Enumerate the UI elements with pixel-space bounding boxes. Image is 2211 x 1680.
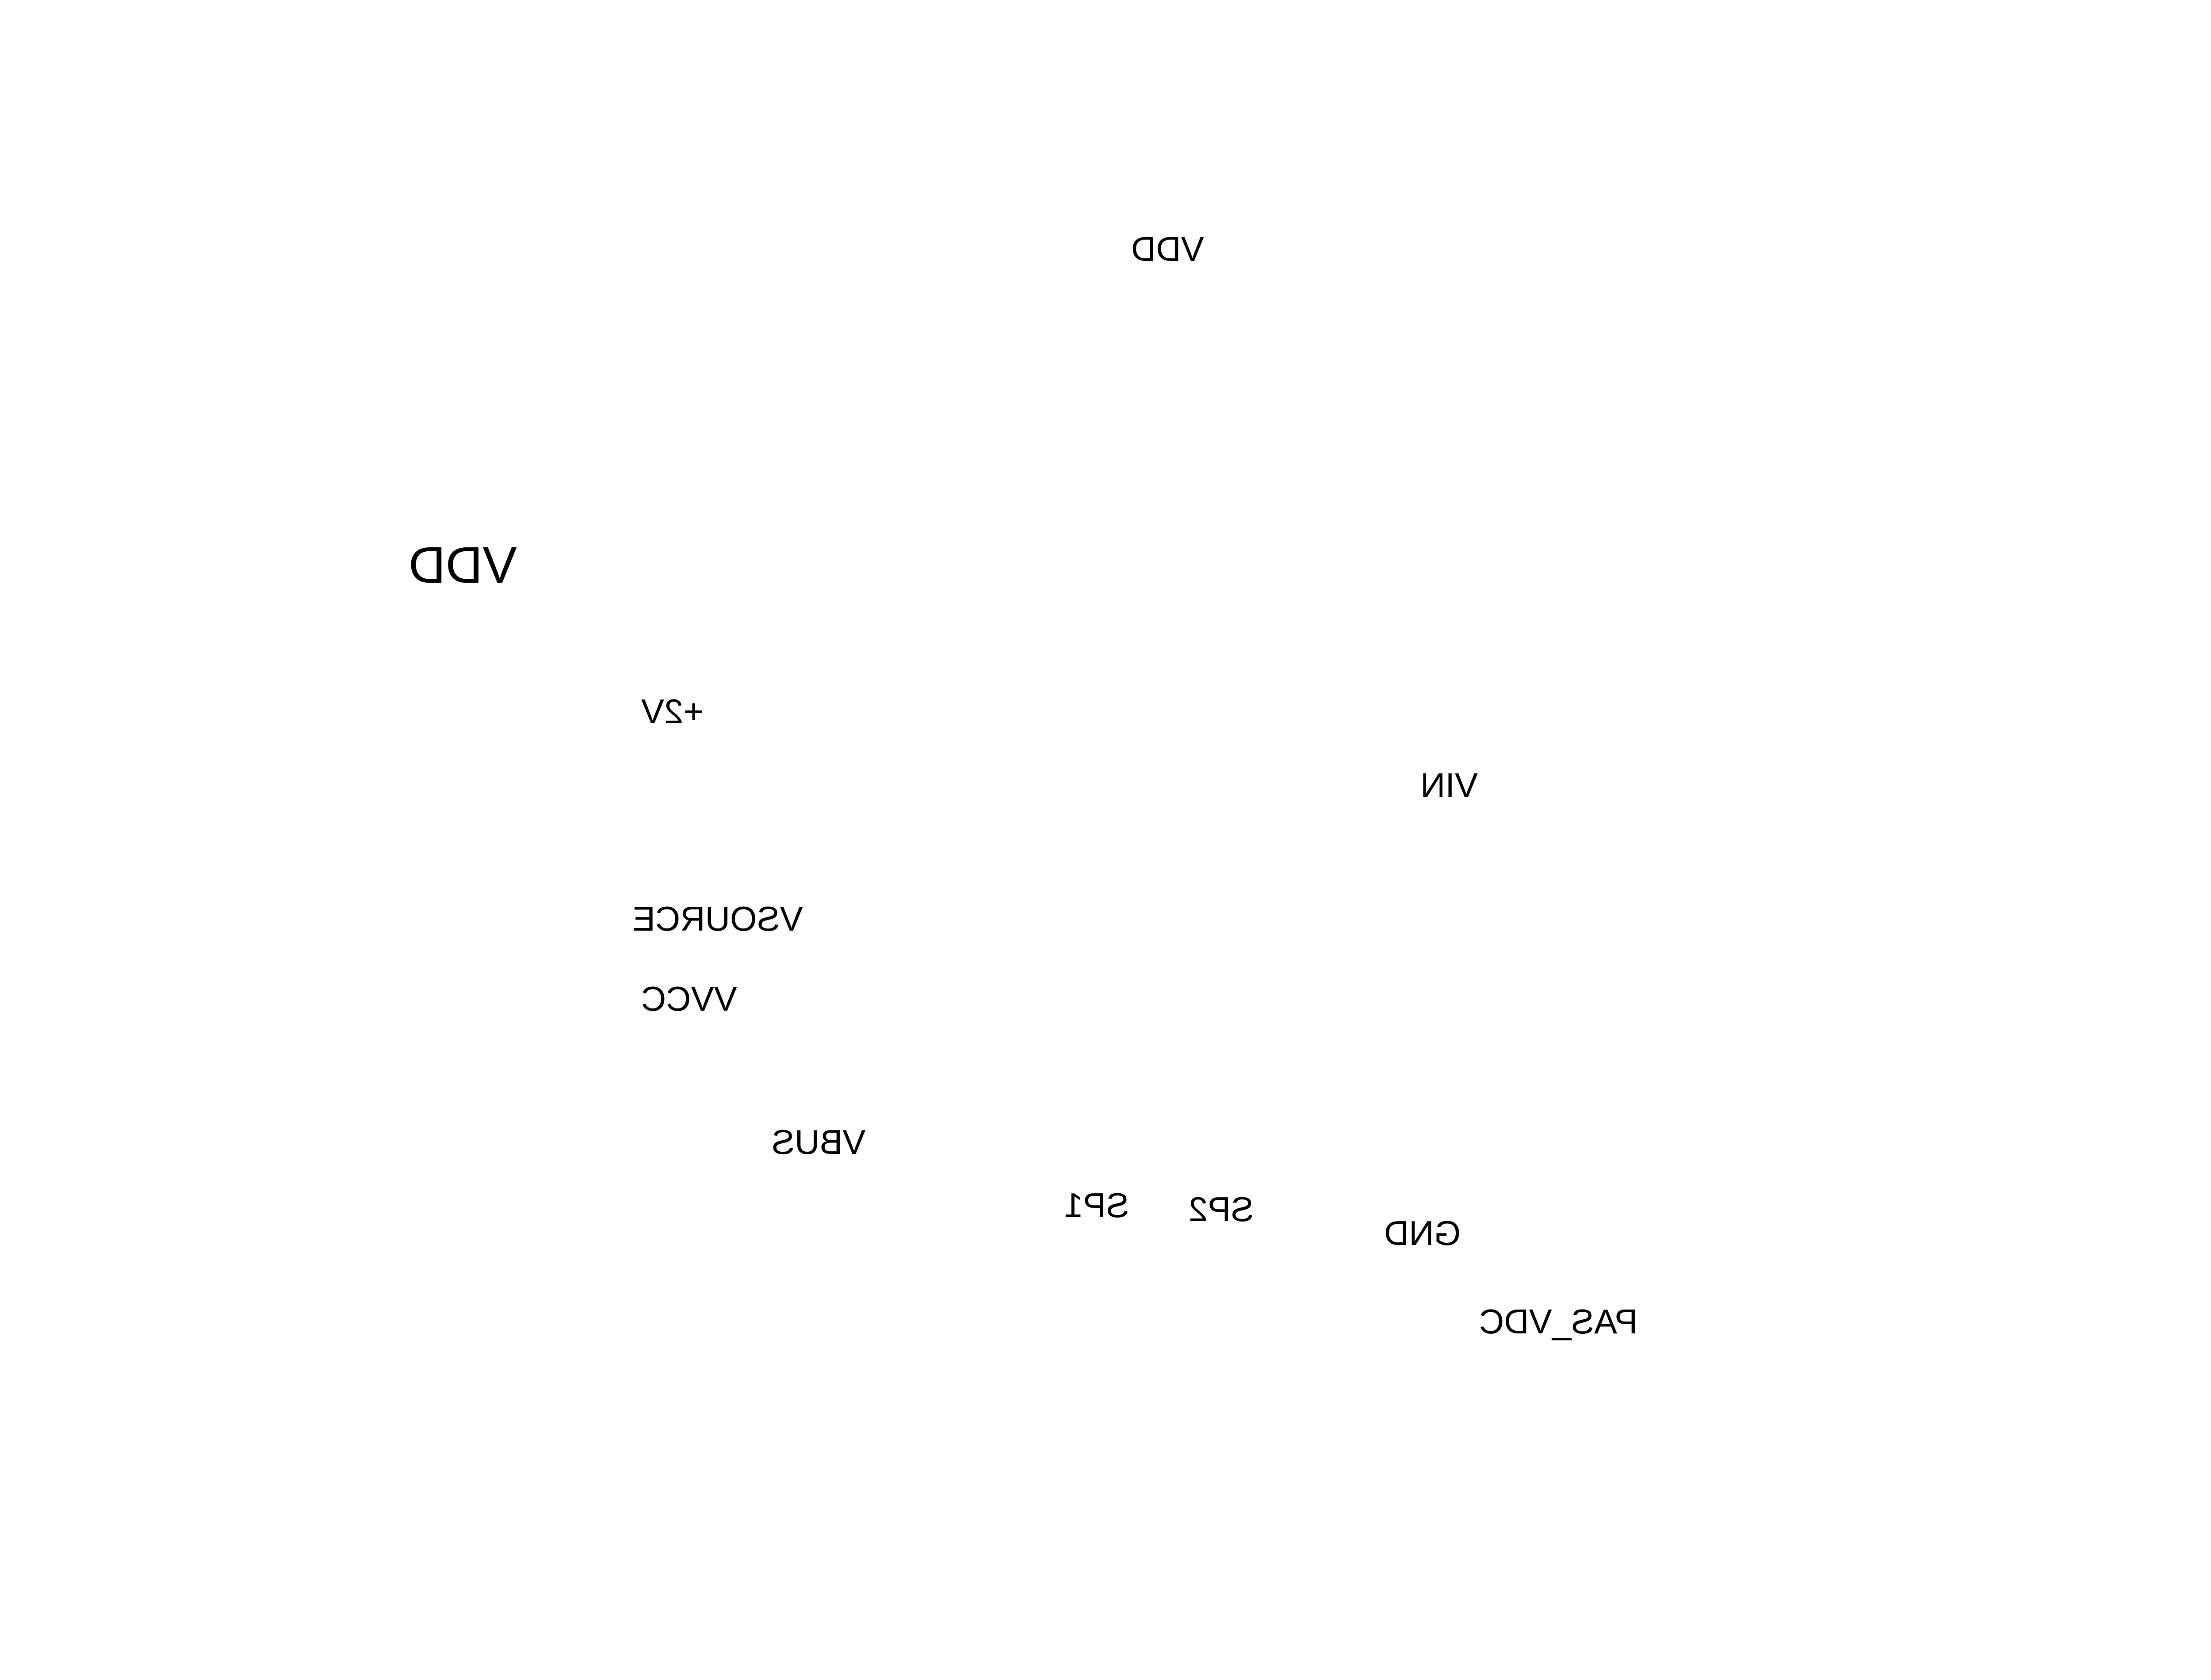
net-label-vin: VIN bbox=[1420, 766, 1478, 805]
net-label-vsource: VSOURCE bbox=[632, 899, 803, 938]
net-label-vvcc: VVCC bbox=[641, 979, 737, 1018]
net-label-vdd-top: VDD bbox=[1131, 229, 1204, 268]
net-label-vbus: VBUS bbox=[772, 1123, 866, 1161]
net-label-sp2: SP2 bbox=[1189, 1190, 1254, 1229]
net-label-plus-2v: +2V bbox=[641, 692, 704, 731]
net-label-vdd-main: VDD bbox=[409, 536, 517, 594]
net-label-gnd: GND bbox=[1384, 1214, 1461, 1252]
net-label-pas-vdc: PAS_VDC bbox=[1479, 1302, 1638, 1341]
net-label-sp1: SP1 bbox=[1064, 1186, 1129, 1225]
